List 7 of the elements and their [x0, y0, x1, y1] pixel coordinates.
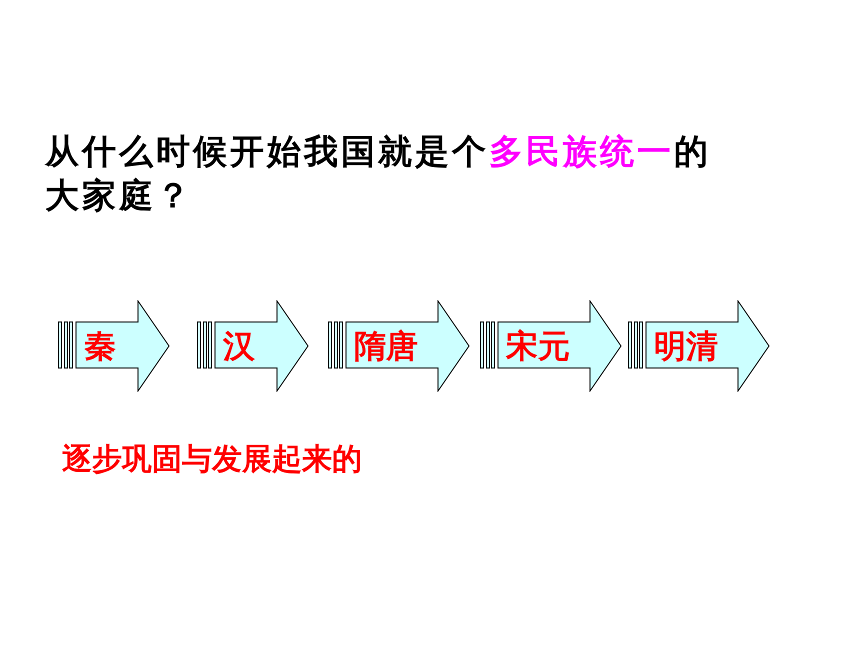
period-name: 秦: [84, 326, 116, 366]
period-name: 隋唐: [354, 326, 418, 366]
question-heading: 从什么时候开始我国就是个多民族统一的大家庭？: [45, 131, 712, 218]
period-name: 汉: [223, 326, 255, 366]
answer-text: 逐步巩固与发展起来的: [62, 441, 362, 479]
period-name: 明清: [654, 326, 718, 366]
period-name: 宋元: [506, 326, 570, 366]
